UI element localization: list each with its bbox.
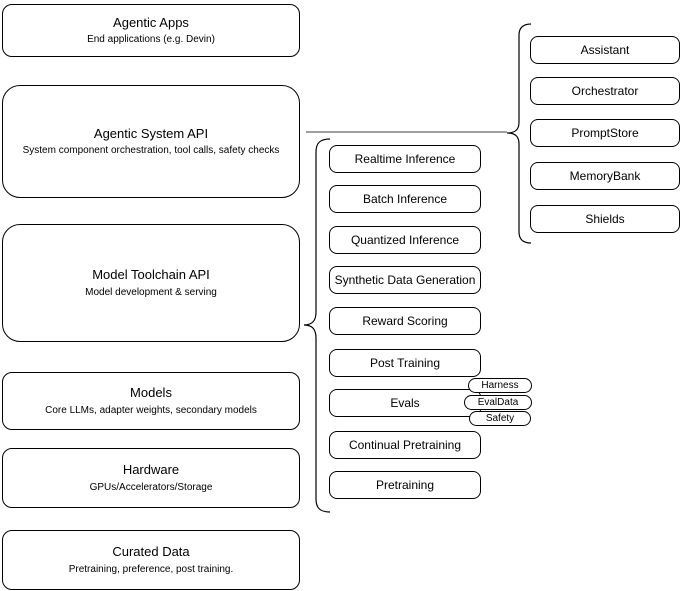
node-subtitle: Pretraining, preference, post training. [68,563,234,575]
node-label: Post Training [369,356,441,370]
system-components-group-brace [506,23,532,244]
node-reward-scoring: Reward Scoring [329,307,481,335]
tag-evaldata: EvalData [464,395,532,410]
node-model-toolchain-api: Model Toolchain API Model development & … [2,224,300,342]
toolchain-group-brace [303,138,331,513]
node-shields: Shields [530,205,680,233]
node-evals: Evals [329,389,481,417]
node-label: Orchestrator [571,84,639,98]
node-title: Models [130,385,172,401]
node-label: Assistant [580,43,630,57]
node-label: Realtime Inference [354,152,456,166]
node-label: Shields [585,212,625,226]
node-label: Quantized Inference [350,233,460,247]
node-title: Agentic Apps [113,14,189,30]
node-subtitle: System component orchestration, tool cal… [22,145,280,157]
node-batch-inference: Batch Inference [329,185,481,213]
node-label: Batch Inference [362,192,448,206]
node-title: Model Toolchain API [92,267,210,283]
tag-label: EvalData [477,397,519,408]
node-hardware: Hardware GPUs/Accelerators/Storage [2,448,300,508]
node-label: Evals [390,396,420,410]
tag-label: Safety [485,413,515,424]
node-realtime-inference: Realtime Inference [329,145,481,173]
node-subtitle: Core LLMs, adapter weights, secondary mo… [45,404,257,416]
node-label: PromptStore [571,126,639,140]
node-label: Synthetic Data Generation [334,273,476,287]
node-models: Models Core LLMs, adapter weights, secon… [2,372,300,430]
node-quantized-inference: Quantized Inference [329,226,481,254]
node-continual-pretraining: Continual Pretraining [329,431,481,459]
tag-label: Harness [481,380,519,391]
node-orchestrator: Orchestrator [530,77,680,105]
node-label: Reward Scoring [362,314,448,328]
node-subtitle: End applications (e.g. Devin) [87,34,215,46]
node-title: Curated Data [112,544,190,560]
node-memorybank: MemoryBank [530,162,680,190]
node-label: MemoryBank [569,169,641,183]
tag-safety: Safety [469,411,531,426]
node-label: Pretraining [375,478,435,492]
node-pretraining: Pretraining [329,471,481,499]
node-post-training: Post Training [329,349,481,377]
node-agentic-apps: Agentic Apps End applications (e.g. Devi… [2,4,300,57]
node-synthetic-data-generation: Synthetic Data Generation [329,266,481,294]
node-agentic-system-api: Agentic System API System component orch… [2,85,300,198]
node-curated-data: Curated Data Pretraining, preference, po… [2,530,300,590]
node-promptstore: PromptStore [530,119,680,147]
node-title: Hardware [122,462,180,478]
node-assistant: Assistant [530,36,680,64]
tag-harness: Harness [468,378,532,393]
node-title: Agentic System API [93,125,209,141]
node-subtitle: GPUs/Accelerators/Storage [89,481,213,493]
node-label: Continual Pretraining [348,438,462,452]
node-subtitle: Model development & serving [85,286,217,298]
